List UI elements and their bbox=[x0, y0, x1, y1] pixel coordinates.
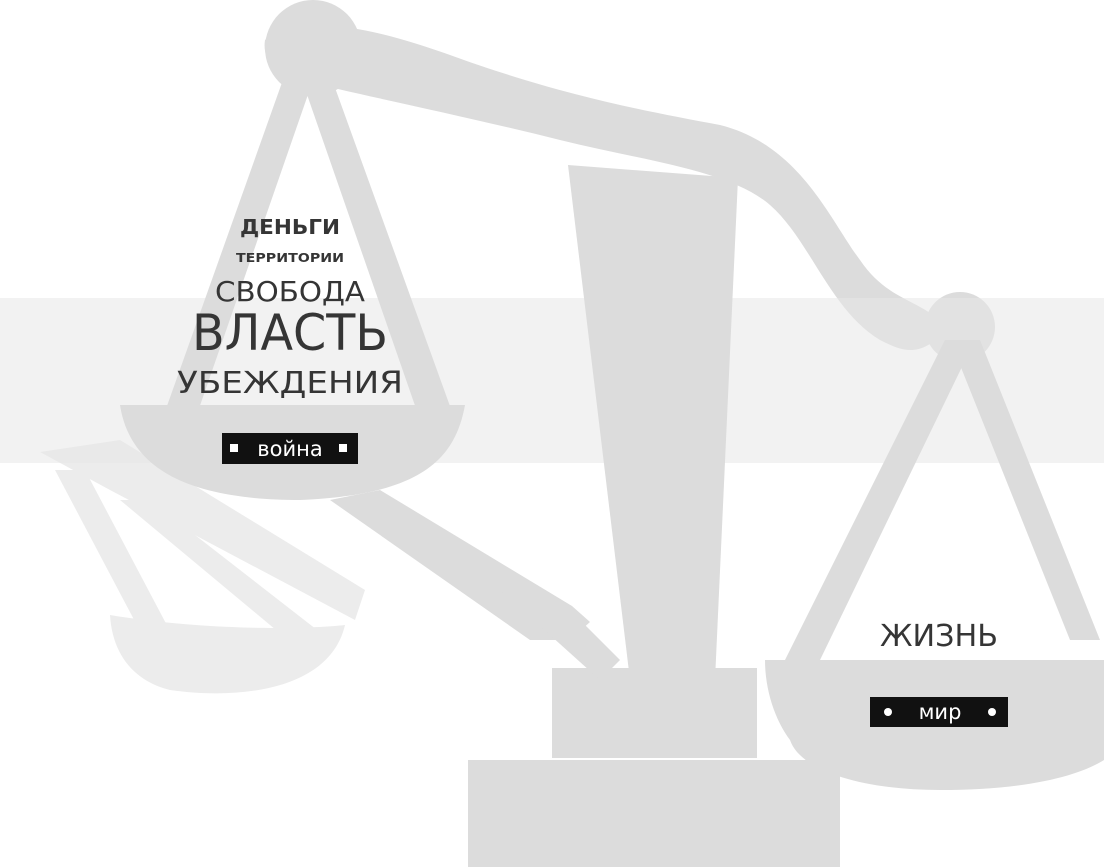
left-pan-word: ТЕРРИТОРИИ bbox=[236, 251, 344, 265]
right-pan-tag: мир bbox=[870, 697, 1008, 727]
left-pan-tag: война bbox=[222, 433, 358, 464]
right-pan-word: ЖИЗНЬ bbox=[880, 619, 998, 654]
scale-post bbox=[330, 165, 840, 867]
left-pan-word: ДЕНЬГИ bbox=[240, 215, 340, 239]
left-pan-tag-label: война bbox=[257, 437, 322, 461]
left-pan-word: УБЕЖДЕНИЯ bbox=[177, 366, 403, 401]
right-pan-tag-label: мир bbox=[919, 700, 962, 724]
left-pan-word: ВЛАСТЬ bbox=[192, 304, 388, 362]
right-pan-words: ЖИЗНЬ bbox=[880, 619, 998, 654]
